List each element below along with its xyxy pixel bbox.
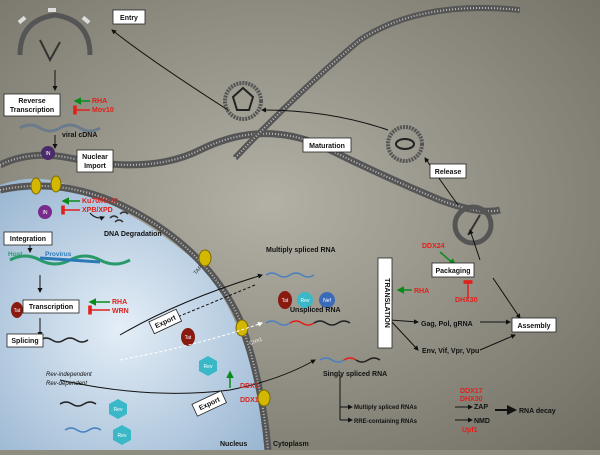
- env-vif-label: Env, Vif, Vpr, Vpu: [422, 348, 479, 355]
- dna-degradation-label: DNA Degradation: [104, 231, 162, 238]
- release-label: Release: [435, 169, 462, 176]
- crm1-label: Crm1: [249, 337, 264, 347]
- integration-label: Integration: [10, 236, 46, 243]
- cytoplasm-label: Cytoplasm: [273, 441, 309, 448]
- nuclear-pores: [30, 175, 271, 407]
- nucleus-region: [0, 178, 268, 451]
- factor-xpb-xpd: XPB/XPD: [82, 207, 113, 214]
- entry-virion: [17, 8, 93, 63]
- rev-low1-label: Rev: [114, 407, 123, 413]
- factor-mov10: Mov10: [92, 107, 114, 114]
- nmd-label: NMD: [474, 418, 490, 425]
- nucleus-label: Nucleus: [220, 441, 247, 448]
- provirus-label: Provirus: [45, 251, 72, 258]
- viral-cdna-label: viral cDNA: [62, 132, 97, 139]
- immature-virion: [223, 81, 263, 121]
- rev-cyto-label: Rev: [301, 298, 310, 304]
- splicing-label: Splicing: [11, 338, 38, 345]
- gag-pol-label: Gag, Pol, gRNA: [421, 321, 473, 328]
- dna-fragments: [109, 211, 129, 223]
- multiply-spliced-rnas-label: Multiply spliced RNAs: [354, 405, 418, 411]
- zap-label: ZAP: [474, 404, 488, 411]
- factor-rha-tx: RHA: [112, 299, 127, 306]
- tap-label: TAP: [193, 264, 204, 276]
- singly-spliced-label: Singly spliced RNA: [323, 371, 387, 378]
- nuclear-import-label-1: Nuclear: [82, 154, 108, 161]
- factor-rha-translation: RHA: [414, 288, 429, 295]
- tat-protein-left: Tat: [11, 302, 23, 318]
- nuclear-envelope-texture: [0, 184, 269, 451]
- entry-label: Entry: [120, 15, 138, 22]
- tat-protein-cyto: Tat: [278, 291, 292, 309]
- rev-protein-cyto: Rev: [297, 292, 313, 308]
- factor-wrn: WRN: [112, 308, 129, 315]
- provirus-segment: [39, 256, 101, 264]
- tat-protein-mid: Tat: [181, 328, 195, 346]
- rre-rnas-label: RRE-containing RNAs: [354, 419, 418, 425]
- rev-dependent-label: Rev-dependent: [46, 381, 87, 387]
- packaging-label: Packaging: [435, 268, 470, 275]
- factor-rha-rt: RHA: [92, 98, 107, 105]
- outer-membrane-texture: [234, 7, 521, 159]
- factor-upf1: Upf1: [462, 427, 478, 434]
- integrase-top: IN: [41, 146, 55, 160]
- viral-cdna-helix: [19, 123, 101, 133]
- mature-virion: [386, 125, 424, 163]
- factor-ddx1: DDX1: [240, 397, 259, 404]
- rev-mid-label: Rev: [204, 364, 213, 370]
- maturation-label: Maturation: [309, 143, 345, 150]
- rev-protein-low1: Rev: [109, 399, 127, 419]
- factor-ddx3: DDX3: [240, 383, 259, 390]
- factor-ddx17: DDX17: [460, 388, 483, 395]
- host-label: Host: [8, 251, 23, 258]
- factor-dhx30-packaging: DHX30: [455, 297, 478, 304]
- reverse-transcription-label-1: Reverse: [18, 98, 45, 105]
- rev-protein-mid: Rev: [199, 356, 217, 376]
- nef-protein: Nef: [319, 292, 335, 308]
- assembly-label: Assembly: [517, 323, 550, 330]
- integrase-bottom-label: IN: [43, 210, 48, 216]
- rev-independent-label: Rev-independent: [46, 372, 92, 378]
- integrase-bottom: IN: [38, 205, 52, 219]
- nef-label: Nef: [323, 298, 331, 304]
- rev-low2-label: Rev: [118, 433, 127, 439]
- factor-ku70-ku80: Ku70/Ku80: [82, 198, 118, 205]
- rev-protein-low2: Rev: [113, 425, 131, 445]
- factor-ddx24: DDX24: [422, 243, 445, 250]
- unspliced-label: Unspliced RNA: [290, 307, 341, 314]
- nuclear-import-label-2: Import: [84, 163, 106, 170]
- multiply-spliced-label: Multiply spliced RNA: [266, 247, 336, 254]
- tat-left-label: Tat: [14, 308, 21, 314]
- factor-dhx30-zap: DHX30: [460, 396, 483, 403]
- rna-decay-label: RNA decay: [519, 408, 556, 415]
- rna-strands: [30, 272, 381, 433]
- integrase-top-label: IN: [46, 151, 51, 157]
- transcription-label: Transcription: [29, 304, 73, 311]
- tat-mid-label: Tat: [185, 335, 192, 341]
- translation-label: TRANSLATION: [383, 278, 390, 328]
- reverse-transcription-label-2: Transcription: [10, 107, 54, 114]
- tat-cyto-label: Tat: [282, 298, 289, 304]
